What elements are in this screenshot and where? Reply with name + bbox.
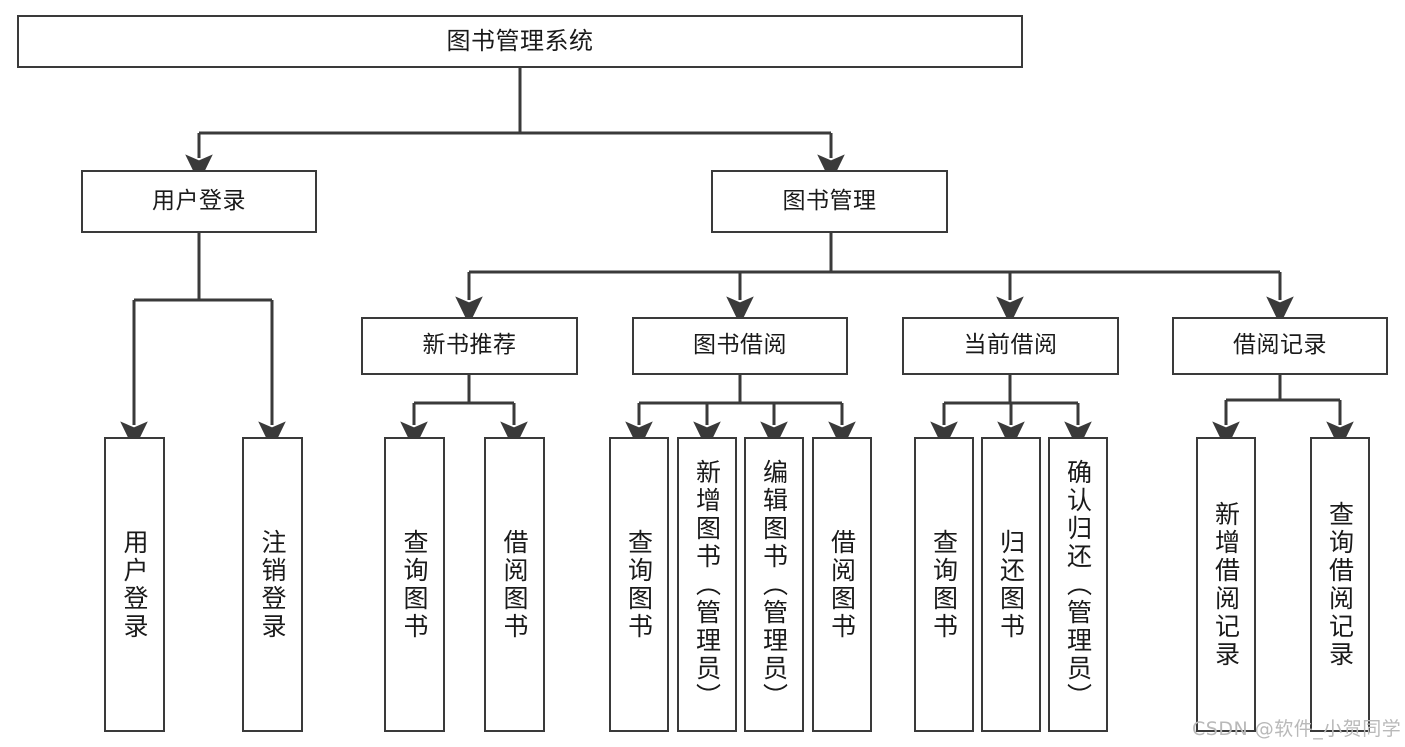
node-user-login-label: 用户登录: [152, 187, 246, 214]
node-leaf-rec-borrow-book-label: 借阅图书: [500, 528, 529, 641]
node-leaf-rec-borrow-book[interactable]: 借阅图书: [484, 437, 545, 732]
node-leaf-user-logout[interactable]: 注销登录: [242, 437, 303, 732]
node-book-borrow[interactable]: 图书借阅: [632, 317, 848, 375]
node-leaf-rec-add-record[interactable]: 新增借阅记录: [1196, 437, 1256, 732]
node-leaf-user-login[interactable]: 用户登录: [104, 437, 165, 732]
node-leaf-borrow-add-book-label: 新增图书（管理员）: [692, 458, 722, 711]
node-borrow-record[interactable]: 借阅记录: [1172, 317, 1388, 375]
csdn-watermark: CSDN @软件_小贺同学: [1192, 718, 1402, 740]
node-leaf-borrow-add-book[interactable]: 新增图书（管理员）: [677, 437, 737, 732]
node-root[interactable]: 图书管理系统: [17, 15, 1023, 68]
node-book-borrow-label: 图书借阅: [693, 332, 787, 359]
node-leaf-borrow-borrow-book[interactable]: 借阅图书: [812, 437, 872, 732]
node-book-manage[interactable]: 图书管理: [711, 170, 948, 233]
node-leaf-cur-confirm-return-label: 确认归还（管理员）: [1063, 458, 1093, 711]
node-root-label: 图书管理系统: [446, 27, 594, 56]
node-leaf-rec-query-book[interactable]: 查询图书: [384, 437, 445, 732]
node-current-borrow-label: 当前借阅: [963, 332, 1058, 359]
node-leaf-cur-query-book-label: 查询图书: [929, 528, 959, 641]
node-leaf-user-login-label: 用户登录: [120, 528, 149, 641]
node-leaf-rec-query-record-label: 查询借阅记录: [1325, 500, 1355, 669]
node-leaf-cur-confirm-return[interactable]: 确认归还（管理员）: [1048, 437, 1108, 732]
node-leaf-rec-add-record-label: 新增借阅记录: [1211, 500, 1241, 669]
node-book-manage-label: 图书管理: [782, 187, 877, 214]
node-leaf-borrow-query-book[interactable]: 查询图书: [609, 437, 669, 732]
node-leaf-borrow-edit-book-label: 编辑图书（管理员）: [759, 458, 789, 711]
node-leaf-cur-return-book-label: 归还图书: [996, 528, 1026, 641]
node-leaf-user-logout-label: 注销登录: [258, 528, 287, 641]
node-new-book-rec-label: 新书推荐: [422, 332, 517, 359]
node-borrow-record-label: 借阅记录: [1233, 332, 1327, 359]
node-user-login[interactable]: 用户登录: [81, 170, 317, 233]
node-leaf-borrow-query-book-label: 查询图书: [624, 528, 654, 641]
node-leaf-borrow-borrow-book-label: 借阅图书: [827, 528, 857, 641]
node-new-book-rec[interactable]: 新书推荐: [361, 317, 578, 375]
node-leaf-cur-return-book[interactable]: 归还图书: [981, 437, 1041, 732]
node-leaf-rec-query-record[interactable]: 查询借阅记录: [1310, 437, 1370, 732]
node-leaf-borrow-edit-book[interactable]: 编辑图书（管理员）: [744, 437, 804, 732]
node-leaf-rec-query-book-label: 查询图书: [400, 528, 429, 641]
node-current-borrow[interactable]: 当前借阅: [902, 317, 1119, 375]
node-leaf-cur-query-book[interactable]: 查询图书: [914, 437, 974, 732]
